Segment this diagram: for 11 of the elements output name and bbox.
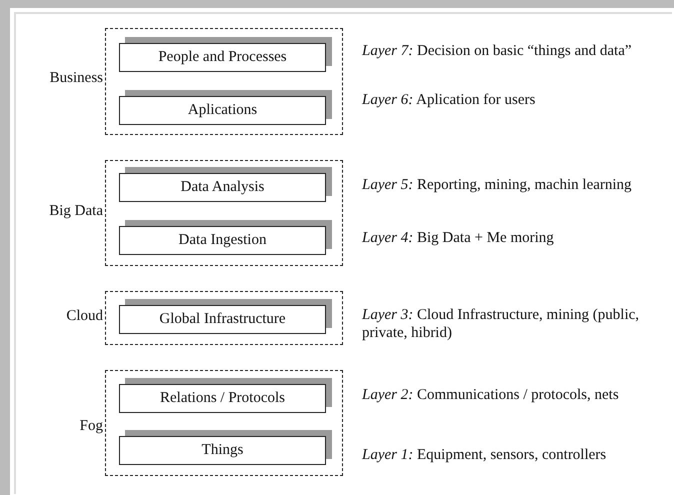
layer-description: Layer 6: Aplication for users	[362, 91, 536, 109]
layer-description: Layer 3: Cloud Infrastructure, mining (public, private, hibrid)	[362, 306, 640, 342]
layer-description: Layer 4: Big Data + Me moring	[362, 229, 555, 247]
group-label: Big Data	[49, 203, 103, 220]
group-label: Cloud	[66, 308, 103, 325]
layer-description: Layer 1: Equipment, sensors, controllers	[362, 446, 608, 464]
group-label: Fog	[80, 418, 103, 435]
group-label: Business	[50, 70, 103, 87]
layer-description: Layer 2: Communications / protocols, nets	[362, 386, 620, 404]
layer-description: Layer 5: Reporting, mining, machin learning	[362, 176, 633, 194]
layer-description: Layer 7: Decision on basic “things and data”	[362, 42, 633, 60]
